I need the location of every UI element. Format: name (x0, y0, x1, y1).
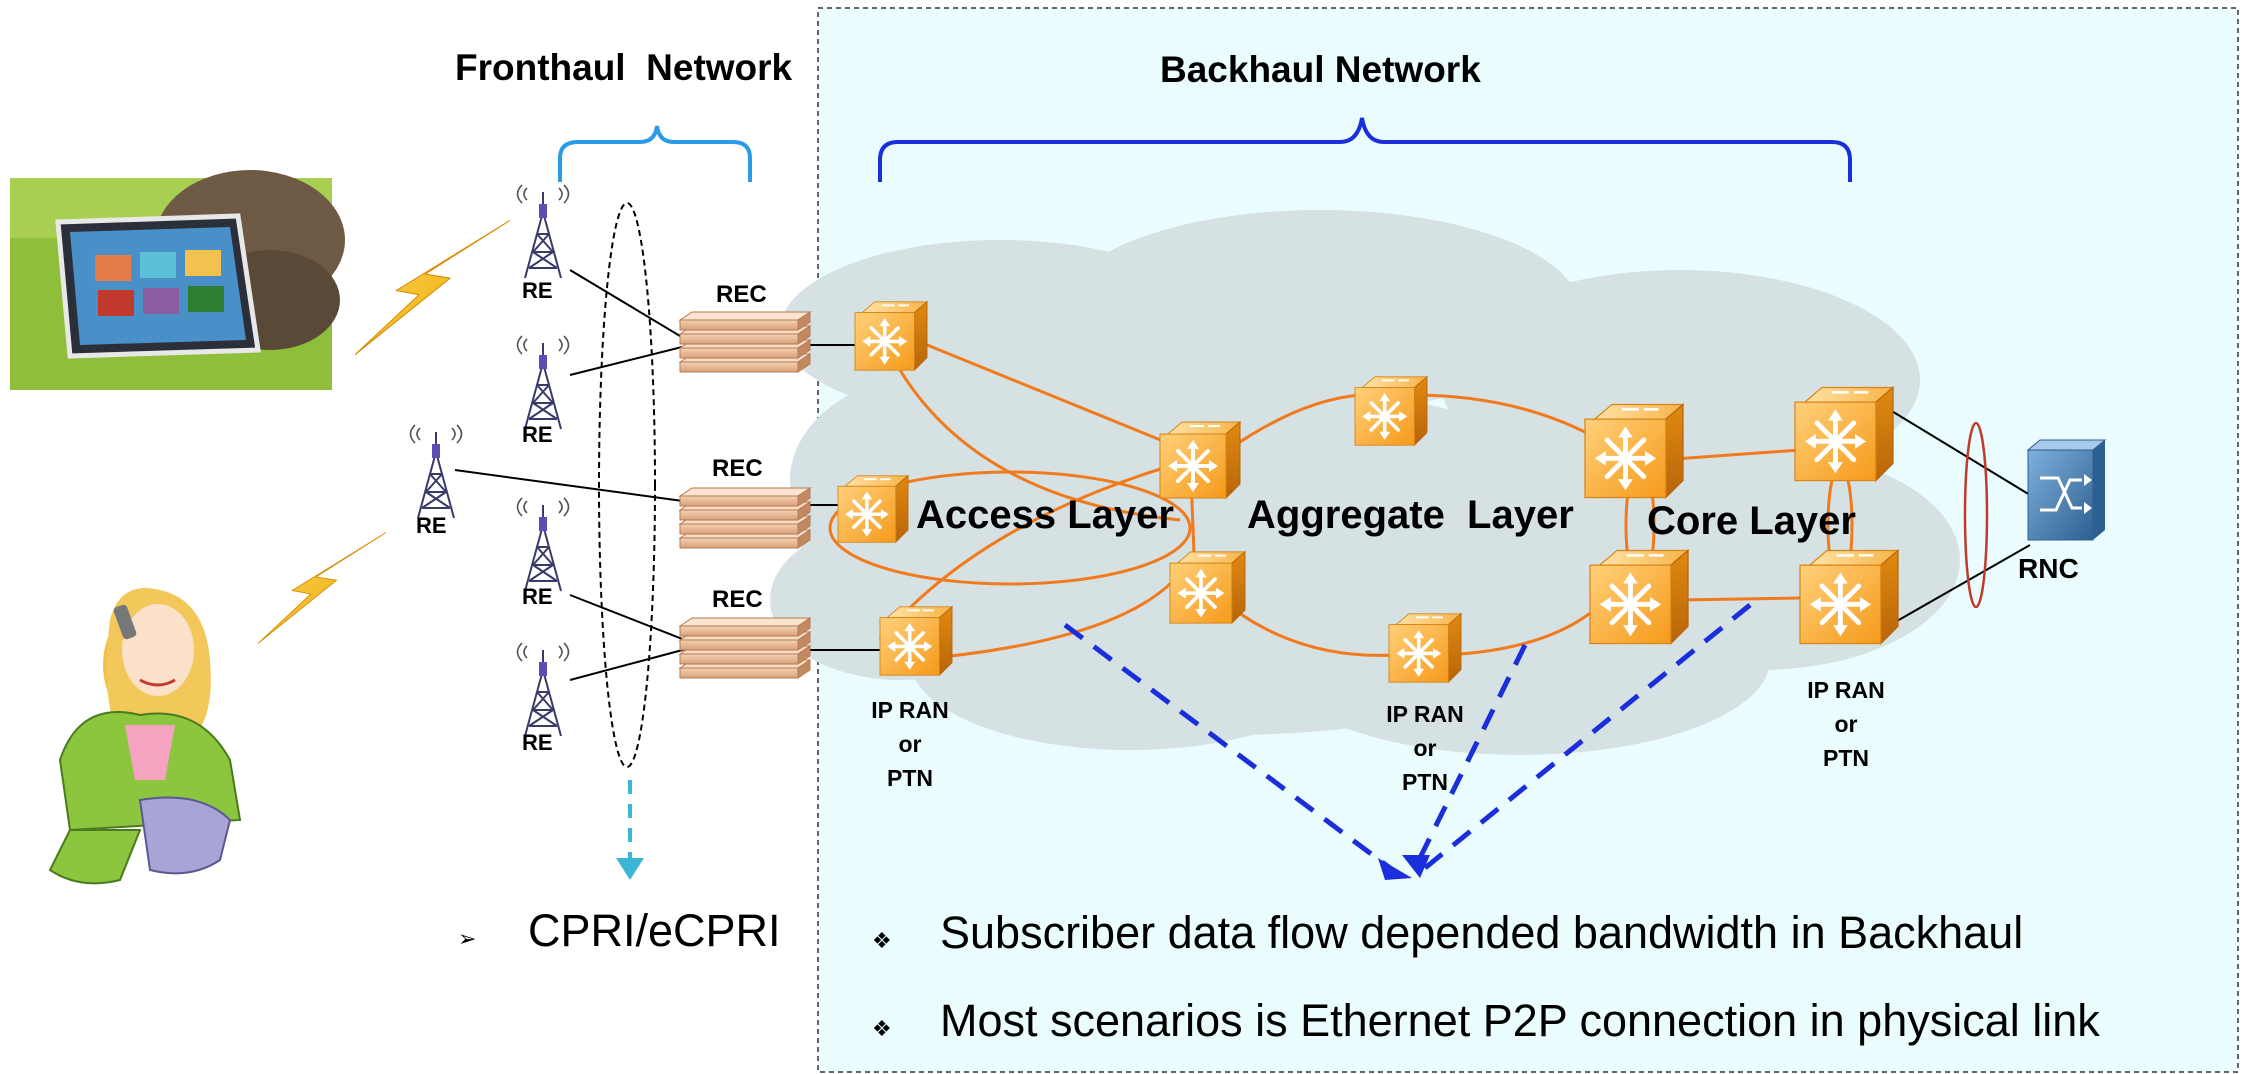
rnc-label: RNC (2018, 553, 2079, 584)
svg-text:IP RAN: IP RAN (871, 697, 949, 723)
fronthaul-title: Fronthaul Network (455, 47, 793, 88)
svg-text:IP RAN: IP RAN (1386, 701, 1464, 727)
antenna-tower-icon-5 (516, 641, 570, 738)
svg-text:or: or (1835, 711, 1858, 737)
aggregate-layer-label: Aggregate Layer (1247, 493, 1574, 537)
re-label-2: RE (522, 422, 553, 447)
svg-text:PTN: PTN (887, 765, 933, 791)
svg-text:or: or (1414, 735, 1437, 761)
rnc-icon (2026, 439, 2107, 541)
antenna-tower-icon-4 (516, 496, 570, 593)
lightning-icon-top (354, 219, 511, 356)
backhaul-bullet-icon-2: ❖ (872, 1016, 892, 1041)
tablet-photo (10, 170, 345, 390)
router-icon-aggregate-3 (1355, 377, 1427, 445)
re-label-1: RE (522, 278, 553, 303)
router-icon-core-1 (1585, 404, 1683, 497)
rec-icon-3 (679, 617, 811, 679)
ipran-label-1: IP RAN or PTN (871, 697, 949, 791)
router-icon-core-4 (1800, 550, 1898, 643)
fronthaul-brace (558, 125, 752, 182)
lightning-icon-bottom (257, 532, 387, 644)
svg-text:PTN: PTN (1402, 769, 1448, 795)
fronthaul-link-group (598, 202, 656, 768)
backhaul-bullet-text-1: Subscriber data flow depended bandwidth … (940, 907, 2023, 958)
router-icon-core-3 (1795, 387, 1893, 480)
router-icon-core-2 (1590, 550, 1688, 643)
backhaul-bullet-text-2: Most scenarios is Ethernet P2P connectio… (940, 995, 2100, 1046)
router-icon-access-2 (836, 474, 910, 544)
rec-icon-2 (679, 487, 811, 549)
rec-label-1: REC (716, 281, 767, 308)
router-icon-aggregate-1 (1158, 420, 1242, 500)
fronthaul-links (454, 269, 2031, 681)
re-label-5: RE (522, 730, 553, 755)
data-flow-arrows (1063, 603, 1752, 880)
rnc-link-group (1963, 421, 1989, 609)
rec-label-3: REC (712, 586, 763, 613)
ipran-label-3: IP RAN or PTN (1807, 677, 1885, 771)
cpri-arrowhead (616, 858, 644, 880)
cpri-text: CPRI/eCPRI (528, 905, 781, 956)
re-label-4: RE (522, 584, 553, 609)
rec-label-2: REC (712, 455, 763, 482)
backhaul-title: Backhaul Network (1160, 49, 1481, 90)
router-icon-aggregate-2 (1168, 550, 1247, 625)
antenna-tower-icon-3 (409, 423, 463, 520)
backhaul-brace (878, 117, 1852, 182)
core-layer-label: Core Layer (1647, 499, 1856, 543)
backhaul-bullet-icon-1: ❖ (872, 928, 892, 953)
access-layer-label: Access Layer (916, 493, 1174, 537)
rec-icon-1 (679, 311, 811, 373)
svg-text:IP RAN: IP RAN (1807, 677, 1885, 703)
antenna-tower-icon-2 (516, 334, 570, 431)
re-label-3: RE (416, 513, 447, 538)
ipran-label-2: IP RAN or PTN (1386, 701, 1464, 795)
svg-text:PTN: PTN (1823, 745, 1869, 771)
router-icon-access-3 (878, 604, 954, 678)
cpri-bullet-icon: ➢ (458, 926, 476, 951)
router-icon-aggregate-4 (1387, 611, 1463, 685)
antenna-tower-icon-1 (516, 183, 570, 280)
woman-on-phone-illustration (48, 588, 242, 885)
svg-text:or: or (899, 731, 922, 757)
router-icon-access-1 (853, 299, 929, 373)
